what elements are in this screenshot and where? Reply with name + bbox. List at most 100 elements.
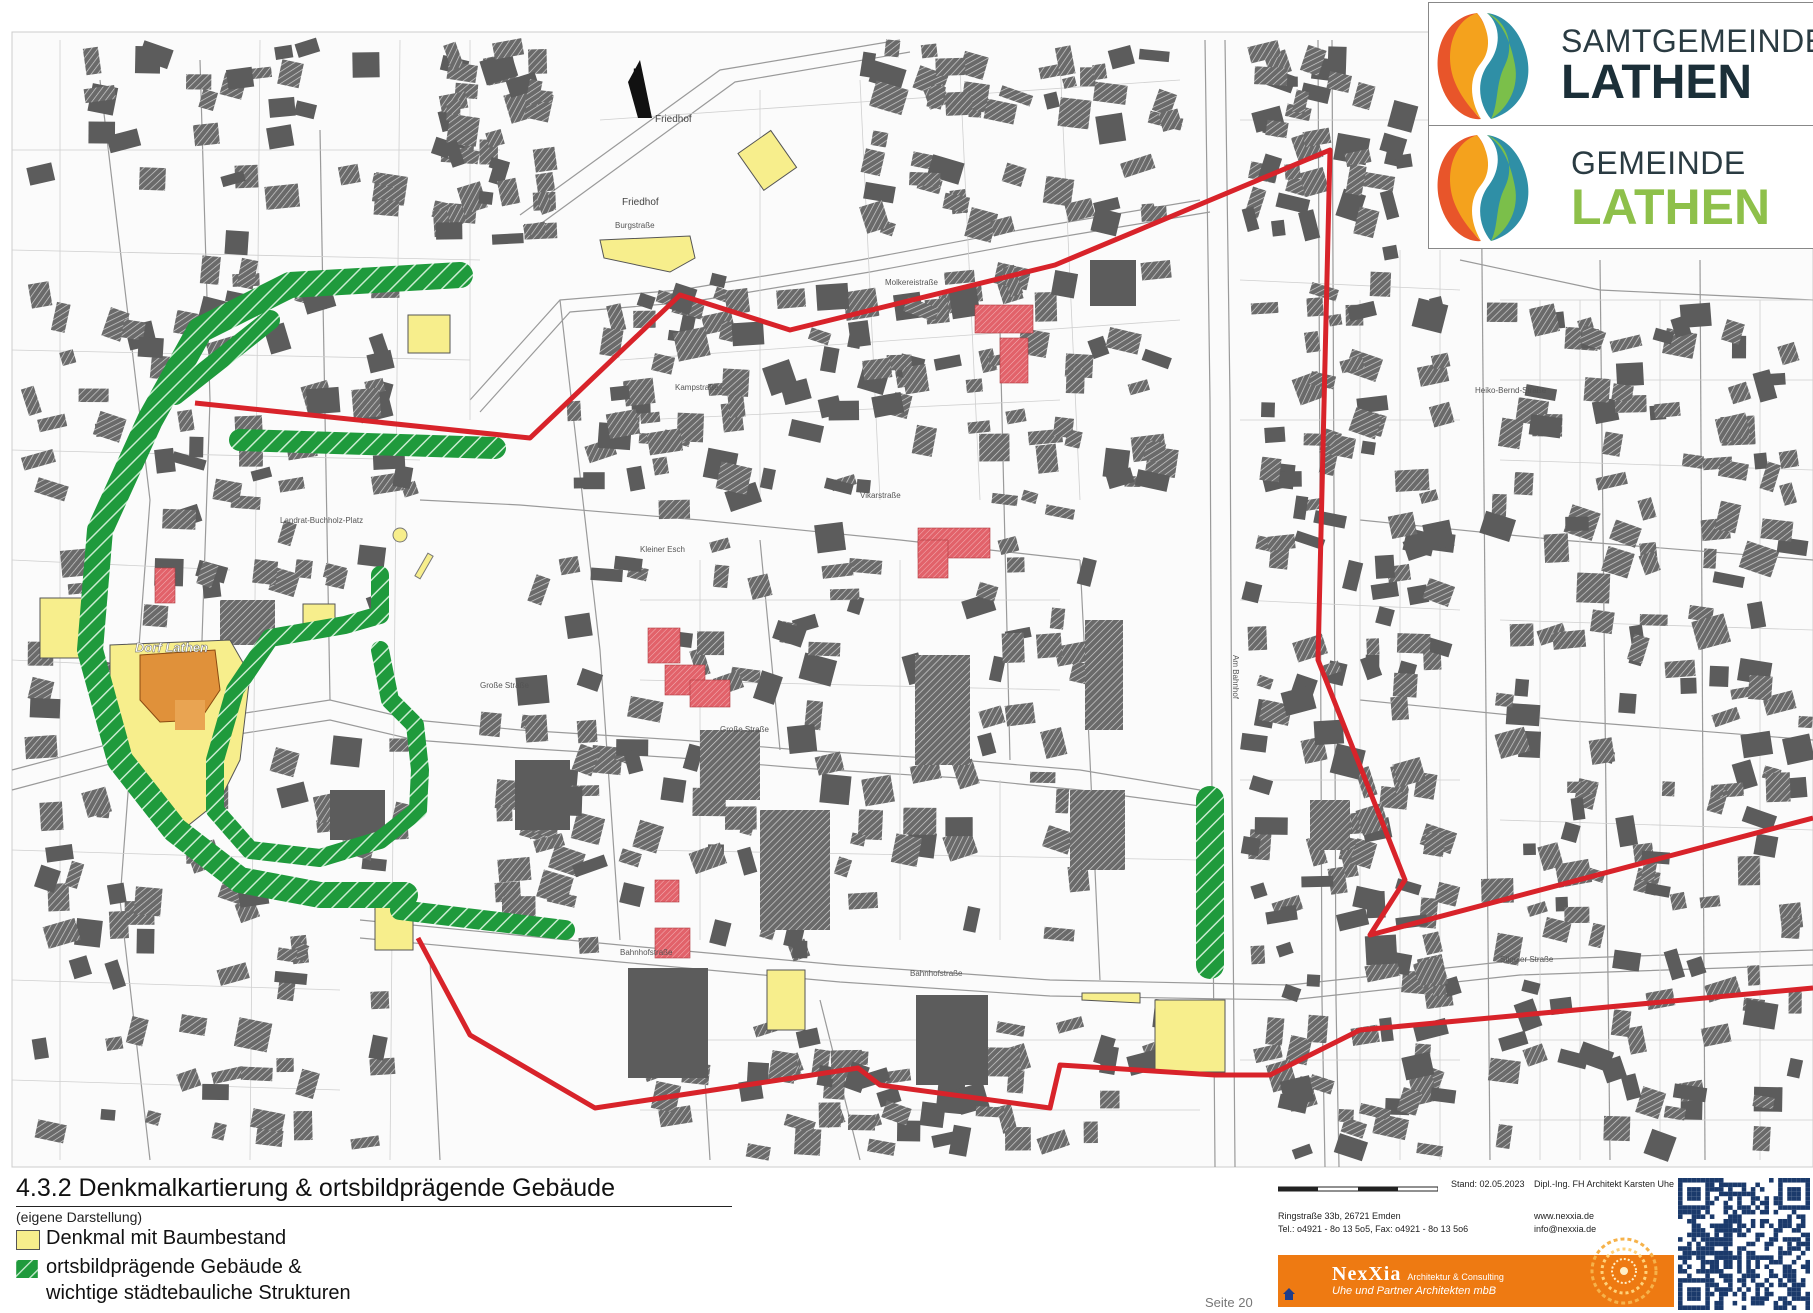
firm-name: NexXia Architektur & Consulting bbox=[1332, 1263, 1504, 1286]
firm-email[interactable]: info@nexxia.de bbox=[1534, 1224, 1597, 1234]
qr-module bbox=[1746, 1259, 1751, 1265]
building bbox=[1536, 622, 1568, 646]
building bbox=[1509, 623, 1534, 647]
qr-module bbox=[1728, 1264, 1733, 1270]
qr-module bbox=[1718, 1287, 1724, 1292]
building bbox=[34, 1119, 67, 1144]
building bbox=[1043, 91, 1060, 110]
qr-module bbox=[1778, 1191, 1783, 1197]
building bbox=[572, 854, 608, 878]
qr-module bbox=[1791, 1178, 1797, 1183]
building bbox=[330, 735, 363, 768]
qr-module bbox=[1714, 1250, 1719, 1256]
qr-module bbox=[1796, 1296, 1801, 1301]
building bbox=[1254, 66, 1288, 86]
building bbox=[903, 807, 937, 835]
qr-module bbox=[1682, 1246, 1688, 1251]
building bbox=[389, 738, 413, 752]
building bbox=[558, 555, 581, 576]
qr-module bbox=[1782, 1223, 1788, 1229]
building bbox=[1326, 71, 1353, 93]
building bbox=[1552, 629, 1587, 650]
building bbox=[276, 977, 296, 1002]
listed-buildings bbox=[154, 304, 1034, 959]
qr-code[interactable] bbox=[1678, 1178, 1810, 1310]
qr-module bbox=[1764, 1200, 1770, 1206]
building bbox=[1699, 895, 1721, 909]
qr-module bbox=[1778, 1187, 1783, 1192]
qr-module bbox=[1778, 1246, 1783, 1251]
qr-module bbox=[1787, 1278, 1792, 1283]
building bbox=[478, 711, 502, 738]
home-icon bbox=[1283, 1288, 1295, 1300]
qr-module bbox=[1709, 1264, 1715, 1270]
building bbox=[570, 812, 606, 846]
building bbox=[952, 758, 980, 790]
qr-module bbox=[1705, 1246, 1710, 1251]
building bbox=[1134, 469, 1170, 492]
building bbox=[1342, 559, 1364, 592]
building bbox=[1275, 941, 1294, 958]
qr-module bbox=[1705, 1296, 1710, 1301]
building bbox=[1753, 452, 1768, 470]
building bbox=[1067, 865, 1090, 893]
qr-module bbox=[1723, 1191, 1729, 1197]
building bbox=[814, 521, 847, 554]
building bbox=[1652, 327, 1675, 345]
qr-module bbox=[1764, 1205, 1770, 1210]
qr-module bbox=[1687, 1205, 1692, 1210]
qr-module bbox=[1723, 1287, 1729, 1292]
building bbox=[576, 668, 604, 692]
qr-module bbox=[1678, 1237, 1683, 1242]
qr-module bbox=[1687, 1255, 1692, 1260]
qr-module bbox=[1691, 1218, 1697, 1224]
building bbox=[578, 936, 600, 954]
qr-module bbox=[1714, 1255, 1719, 1260]
qr-module bbox=[1773, 1200, 1779, 1206]
building bbox=[1557, 1048, 1589, 1070]
qr-module bbox=[1782, 1300, 1788, 1306]
building bbox=[1756, 372, 1786, 387]
building bbox=[1260, 402, 1276, 418]
building bbox=[325, 566, 348, 590]
building bbox=[534, 189, 554, 215]
qr-module bbox=[1791, 1273, 1797, 1279]
building bbox=[125, 1015, 149, 1047]
qr-module bbox=[1709, 1214, 1715, 1219]
building bbox=[1240, 732, 1268, 753]
building bbox=[20, 449, 56, 471]
building bbox=[1240, 836, 1261, 857]
qr-module bbox=[1796, 1228, 1801, 1233]
building bbox=[736, 846, 758, 876]
building bbox=[1040, 727, 1068, 759]
building bbox=[305, 386, 341, 415]
building bbox=[1281, 983, 1302, 1003]
building bbox=[525, 78, 543, 106]
firm-web[interactable]: www.nexxia.de bbox=[1534, 1211, 1595, 1221]
qr-module bbox=[1696, 1250, 1701, 1256]
building bbox=[724, 287, 751, 315]
qr-module bbox=[1723, 1232, 1729, 1238]
building bbox=[1259, 456, 1282, 483]
qr-module bbox=[1769, 1241, 1774, 1247]
building bbox=[890, 833, 923, 867]
qr-module bbox=[1782, 1218, 1788, 1224]
qr-module bbox=[1737, 1255, 1742, 1260]
building bbox=[1625, 1025, 1647, 1055]
building bbox=[293, 1110, 313, 1141]
building bbox=[871, 391, 905, 418]
building bbox=[632, 819, 665, 854]
firm-architect: Dipl.-Ing. FH Architekt Karsten Uhe bbox=[1534, 1179, 1675, 1189]
building bbox=[199, 255, 221, 285]
qr-module bbox=[1750, 1300, 1756, 1306]
qr-module bbox=[1805, 1187, 1810, 1192]
building bbox=[1256, 674, 1274, 690]
qr-module bbox=[1709, 1237, 1715, 1242]
building bbox=[1396, 633, 1431, 654]
qr-module bbox=[1755, 1282, 1760, 1288]
qr-module bbox=[1769, 1282, 1774, 1288]
qr-module bbox=[1714, 1178, 1719, 1183]
building bbox=[1786, 1057, 1804, 1079]
qr-module bbox=[1696, 1287, 1701, 1292]
building bbox=[646, 428, 684, 456]
